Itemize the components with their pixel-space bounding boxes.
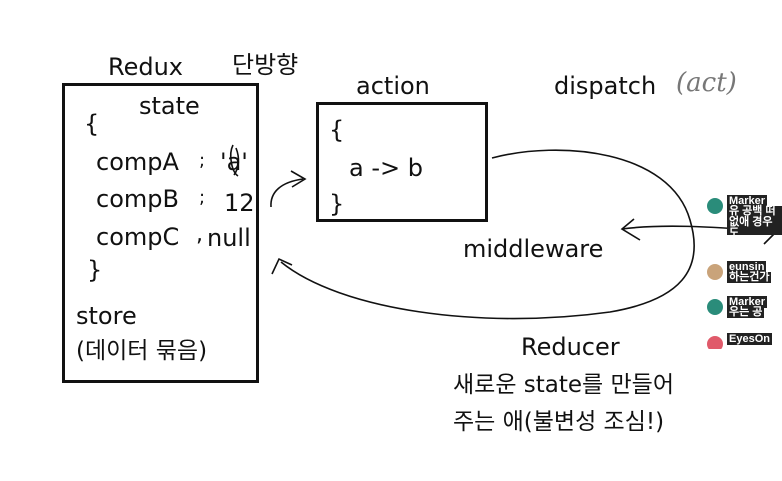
middleware-label: middleware [463,235,604,263]
chat-username: Marker [727,195,768,207]
direction-label: 단방향 [232,51,299,79]
state-sep-compA: ; [199,150,206,171]
state-open-brace: { [84,110,100,138]
chat-item: EyesOn [707,333,782,349]
action-close-brace: } [329,190,345,218]
chat-username: eunsin [727,261,767,273]
store-description: (데이터 묶음) [76,338,208,364]
state-key-compA: compA [96,148,179,176]
chat-item: Marker 우는 공 [707,296,782,322]
state-key-compC: compC [96,223,180,251]
store-to-action-arrow [270,178,304,208]
reducer-desc-line2: 주는 애(불변성 조심!) [453,409,665,435]
avatar [707,264,723,280]
reducer-label: Reducer [521,333,620,361]
store-box [62,83,259,383]
state-key-compB: compB [96,185,179,213]
state-value-compC: null [207,224,251,252]
redux-title: Redux [108,53,184,81]
chat-username: Marker [727,296,768,308]
state-sep-compB: ; [199,187,206,208]
avatar [707,299,723,315]
reducer-desc-line1: 새로운 state를 만들어 [453,372,675,398]
action-content: a -> b [349,154,423,182]
state-close-brace: } [87,256,103,284]
avatar [707,336,723,349]
action-label: action [356,72,430,100]
state-label: state [139,92,200,120]
chat-message: 우는 공 [727,306,765,318]
chat-message: 유 공백 떠 없애 경우도 [727,206,782,235]
chat-item: eunsin 하는건가 [707,261,782,287]
state-sep-compC: , [196,222,203,247]
state-value-compB: 12 [224,189,255,217]
reducer-loop-arrowhead [271,257,293,275]
store-to-action-arrowhead [290,170,307,188]
chat-message: 하는건가 [727,271,772,283]
dispatch-label: dispatch [554,72,657,100]
action-open-brace: { [329,116,345,144]
middleware-arrowhead-left [620,218,641,241]
dispatch-scribble: (act) [676,68,737,98]
state-value-compA: 'a' [220,148,248,176]
chat-item: Marker 유 공백 떠 없애 경우도 [707,195,782,235]
chat-username: EyesOn [727,333,772,345]
store-label: store [76,302,137,330]
avatar [707,198,723,214]
